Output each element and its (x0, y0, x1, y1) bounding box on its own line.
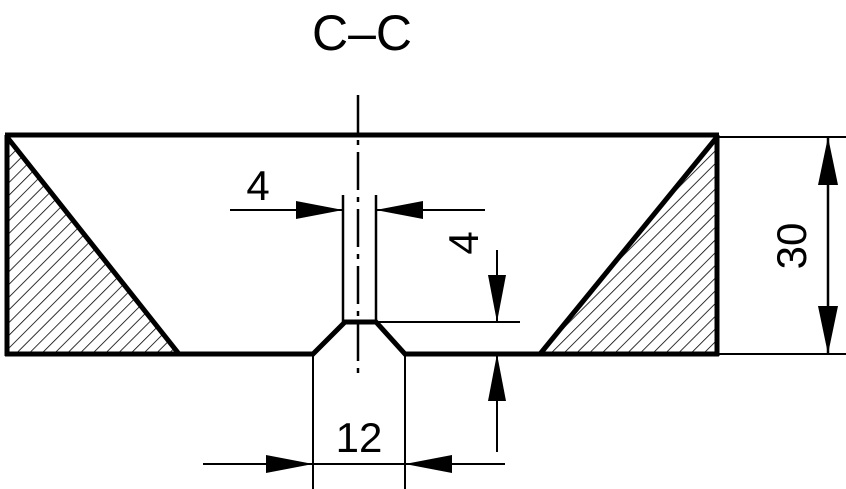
section-label: C–C (312, 5, 412, 61)
dimension-slot-width-label: 4 (246, 162, 269, 209)
dimension-groove-width (203, 455, 505, 473)
dimension-slot-depth (488, 250, 506, 452)
dimension-height-label: 30 (768, 223, 815, 270)
dimension-slot-width (230, 201, 423, 219)
dimension-groove-width-label: 12 (336, 414, 383, 461)
slot (341, 195, 378, 322)
dimension-slot-depth-label: 4 (440, 231, 487, 254)
extension-lines (312, 136, 846, 489)
dimension-height (818, 137, 838, 354)
